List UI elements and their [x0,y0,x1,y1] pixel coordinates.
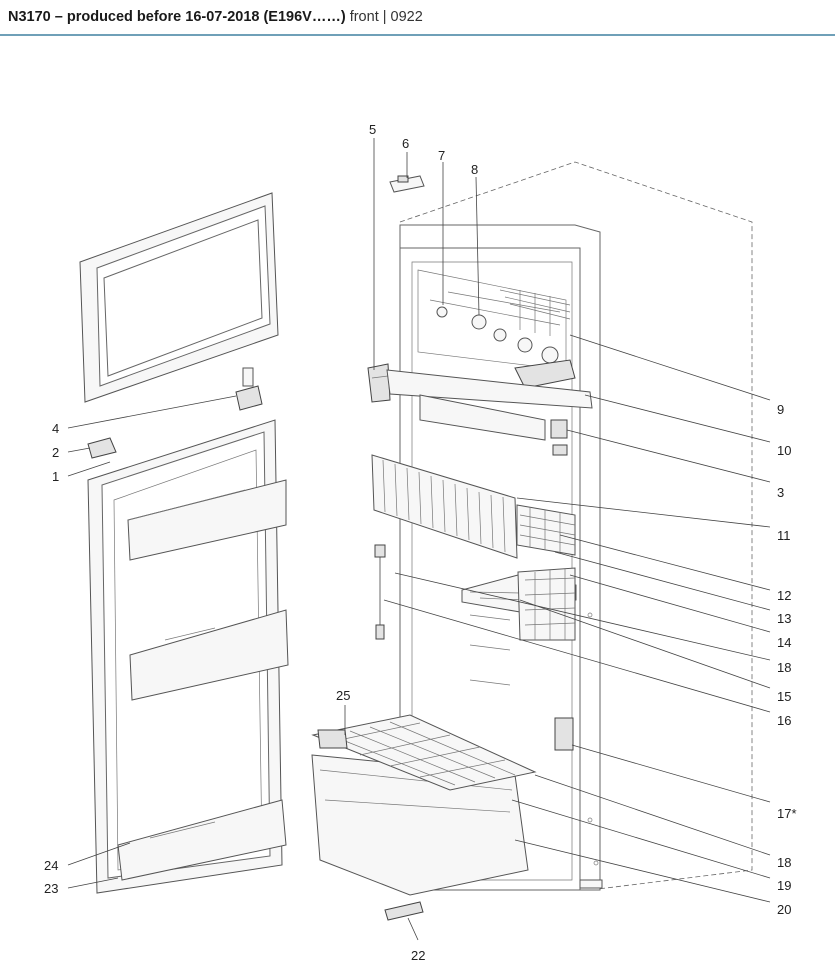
callout-14: 14 [777,635,791,650]
callout-16: 16 [777,713,791,728]
knob-b [517,337,533,353]
latch-6 [389,175,425,193]
callout-18-bottom: 18 [777,855,791,870]
callout-labels: 5 6 7 8 9 10 3 11 12 13 14 18 15 16 17* … [44,122,797,963]
callout-5: 5 [369,122,376,137]
callout-17: 17* [777,806,797,821]
callout-24: 24 [44,858,58,873]
evaporator-fins-11 [371,454,518,559]
rating-label [554,717,574,751]
thermostat-sensor [374,544,386,640]
header-bar: N3170 – produced before 16-07-2018 (E196… [0,0,835,36]
top-hinge-5 [367,363,391,403]
callout-22: 22 [411,948,425,963]
diagram-meta: front | 0922 [349,9,423,25]
callout-6: 6 [402,136,409,151]
callout-23: 23 [44,881,58,896]
door-shelf-top [127,479,287,561]
callout-25: 25 [336,688,350,703]
diagram-title: N3170 – produced before 16-07-2018 (E196… [8,9,346,25]
knob-7 [436,306,448,318]
header-text: N3170 – produced before 16-07-2018 (E196… [8,9,423,25]
control-panel [514,359,576,389]
callout-4: 4 [52,421,59,436]
clip-22 [384,901,424,921]
door-stop-bar-10 [386,369,593,409]
drawer-lid-25 [311,714,537,791]
crisper-grid-14 [517,567,576,641]
freezer-door [79,192,279,403]
callout-19: 19 [777,878,791,893]
callout-11: 11 [777,528,791,543]
callout-12: 12 [777,588,791,603]
callout-10: 10 [777,443,791,458]
light-assembly-3 [419,394,568,456]
door-shelf-bottom-24 [117,799,287,881]
hinge-pin-4 [235,367,263,411]
callout-15: 15 [777,689,791,704]
knob-c [541,346,559,364]
knob-a [493,328,507,342]
callout-3: 3 [777,485,784,500]
callout-8: 8 [471,162,478,177]
callout-1: 1 [52,469,59,484]
hinge-2 [87,437,117,459]
door-shelf-middle [129,609,289,701]
callout-18-top: 18 [777,660,791,675]
callout-2: 2 [52,445,59,460]
callout-7: 7 [438,148,445,163]
callout-13: 13 [777,611,791,626]
callout-9: 9 [777,402,784,417]
freezer-evaporator-grid [499,289,571,336]
leader-lines [67,138,771,941]
knob-8 [471,314,487,330]
glass-shelf-12 [516,504,576,556]
callout-20: 20 [777,902,791,917]
